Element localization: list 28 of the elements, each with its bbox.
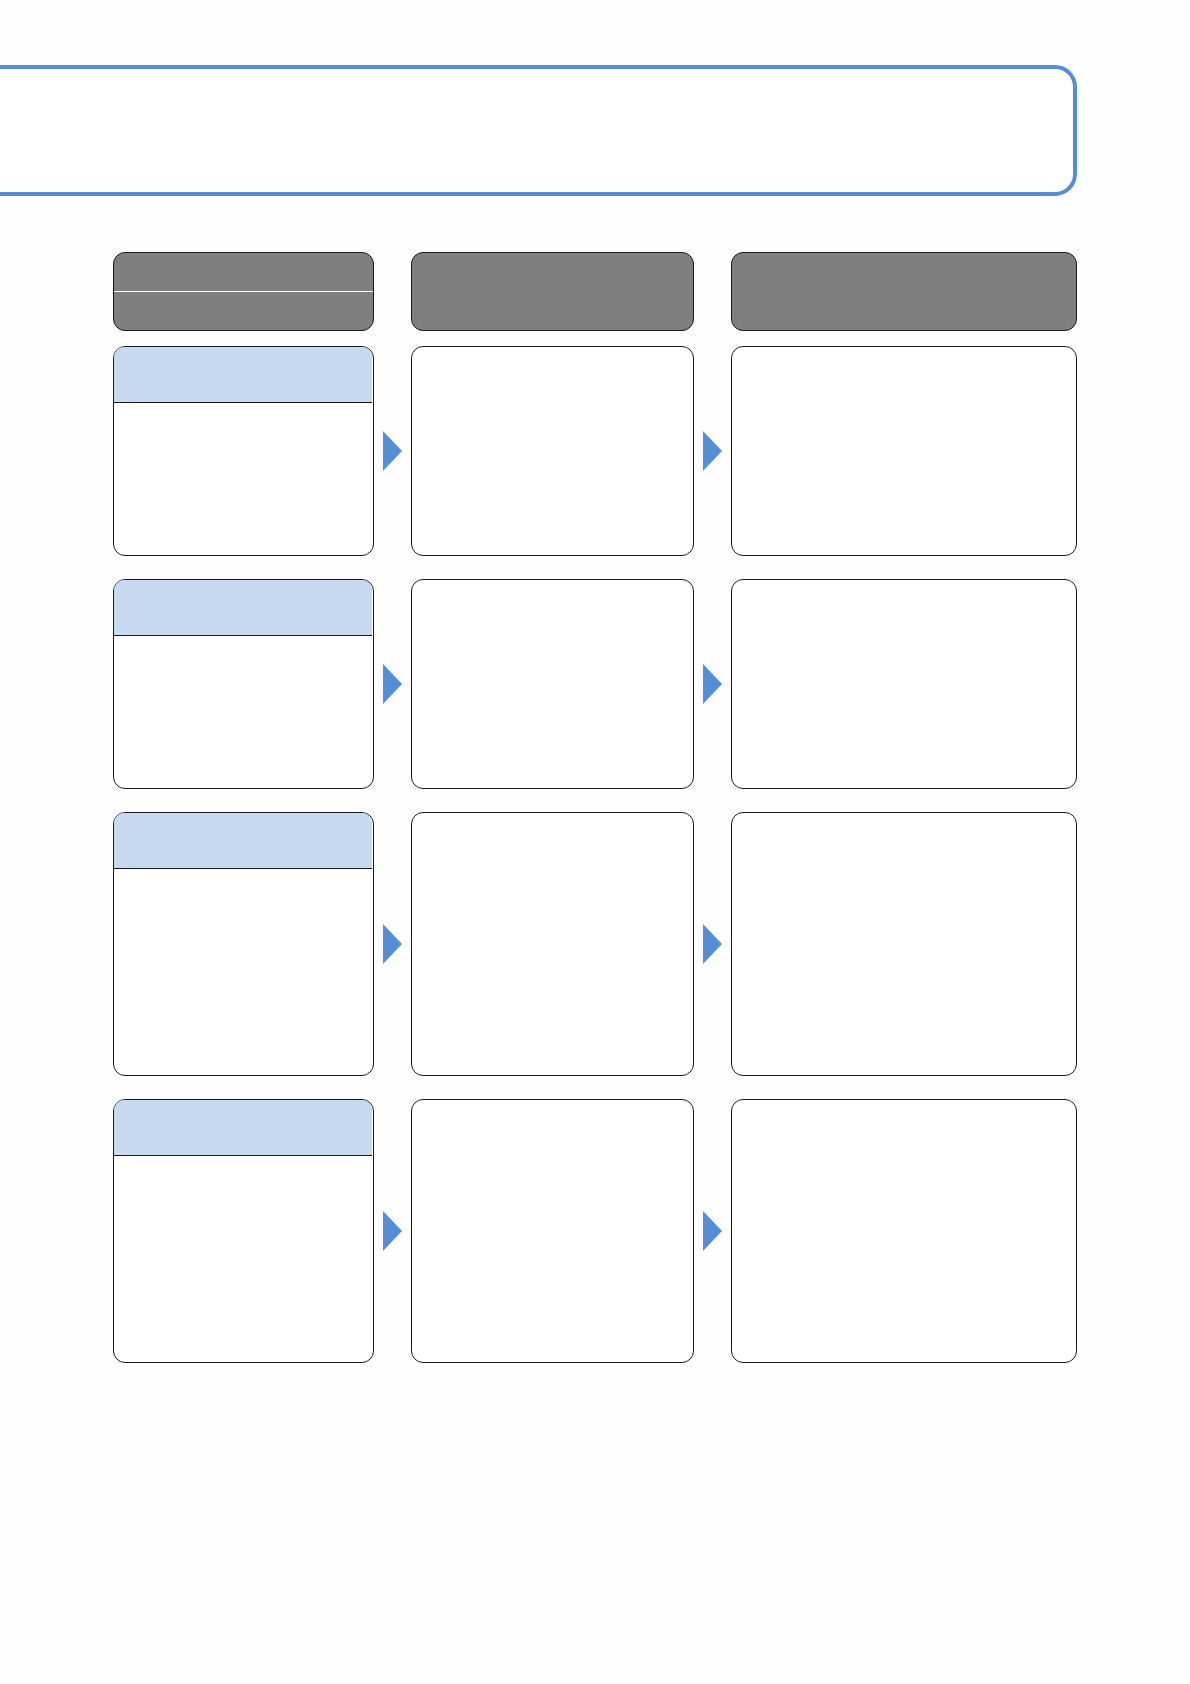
process-card (411, 1099, 694, 1363)
arrow (383, 431, 402, 471)
process-card (113, 812, 374, 1076)
title-frame (0, 65, 1077, 196)
process-card (731, 1099, 1077, 1363)
process-card (411, 346, 694, 556)
card-header-band (114, 1100, 372, 1156)
process-card (731, 812, 1077, 1076)
arrow (703, 924, 722, 964)
process-card (731, 346, 1077, 556)
process-card (113, 346, 374, 556)
card-header-band (114, 813, 372, 869)
arrow (383, 924, 402, 964)
arrow (703, 431, 722, 471)
arrow (383, 664, 402, 704)
arrow (703, 1211, 722, 1251)
card-header-band (114, 347, 372, 403)
card-header-band (114, 580, 372, 636)
process-card (731, 579, 1077, 789)
arrow (703, 664, 722, 704)
process-card (113, 579, 374, 789)
process-card (113, 1099, 374, 1363)
process-card (411, 579, 694, 789)
column-header (113, 252, 374, 331)
column-header (411, 252, 694, 331)
column-header (731, 252, 1077, 331)
process-card (411, 812, 694, 1076)
arrow (383, 1211, 402, 1251)
